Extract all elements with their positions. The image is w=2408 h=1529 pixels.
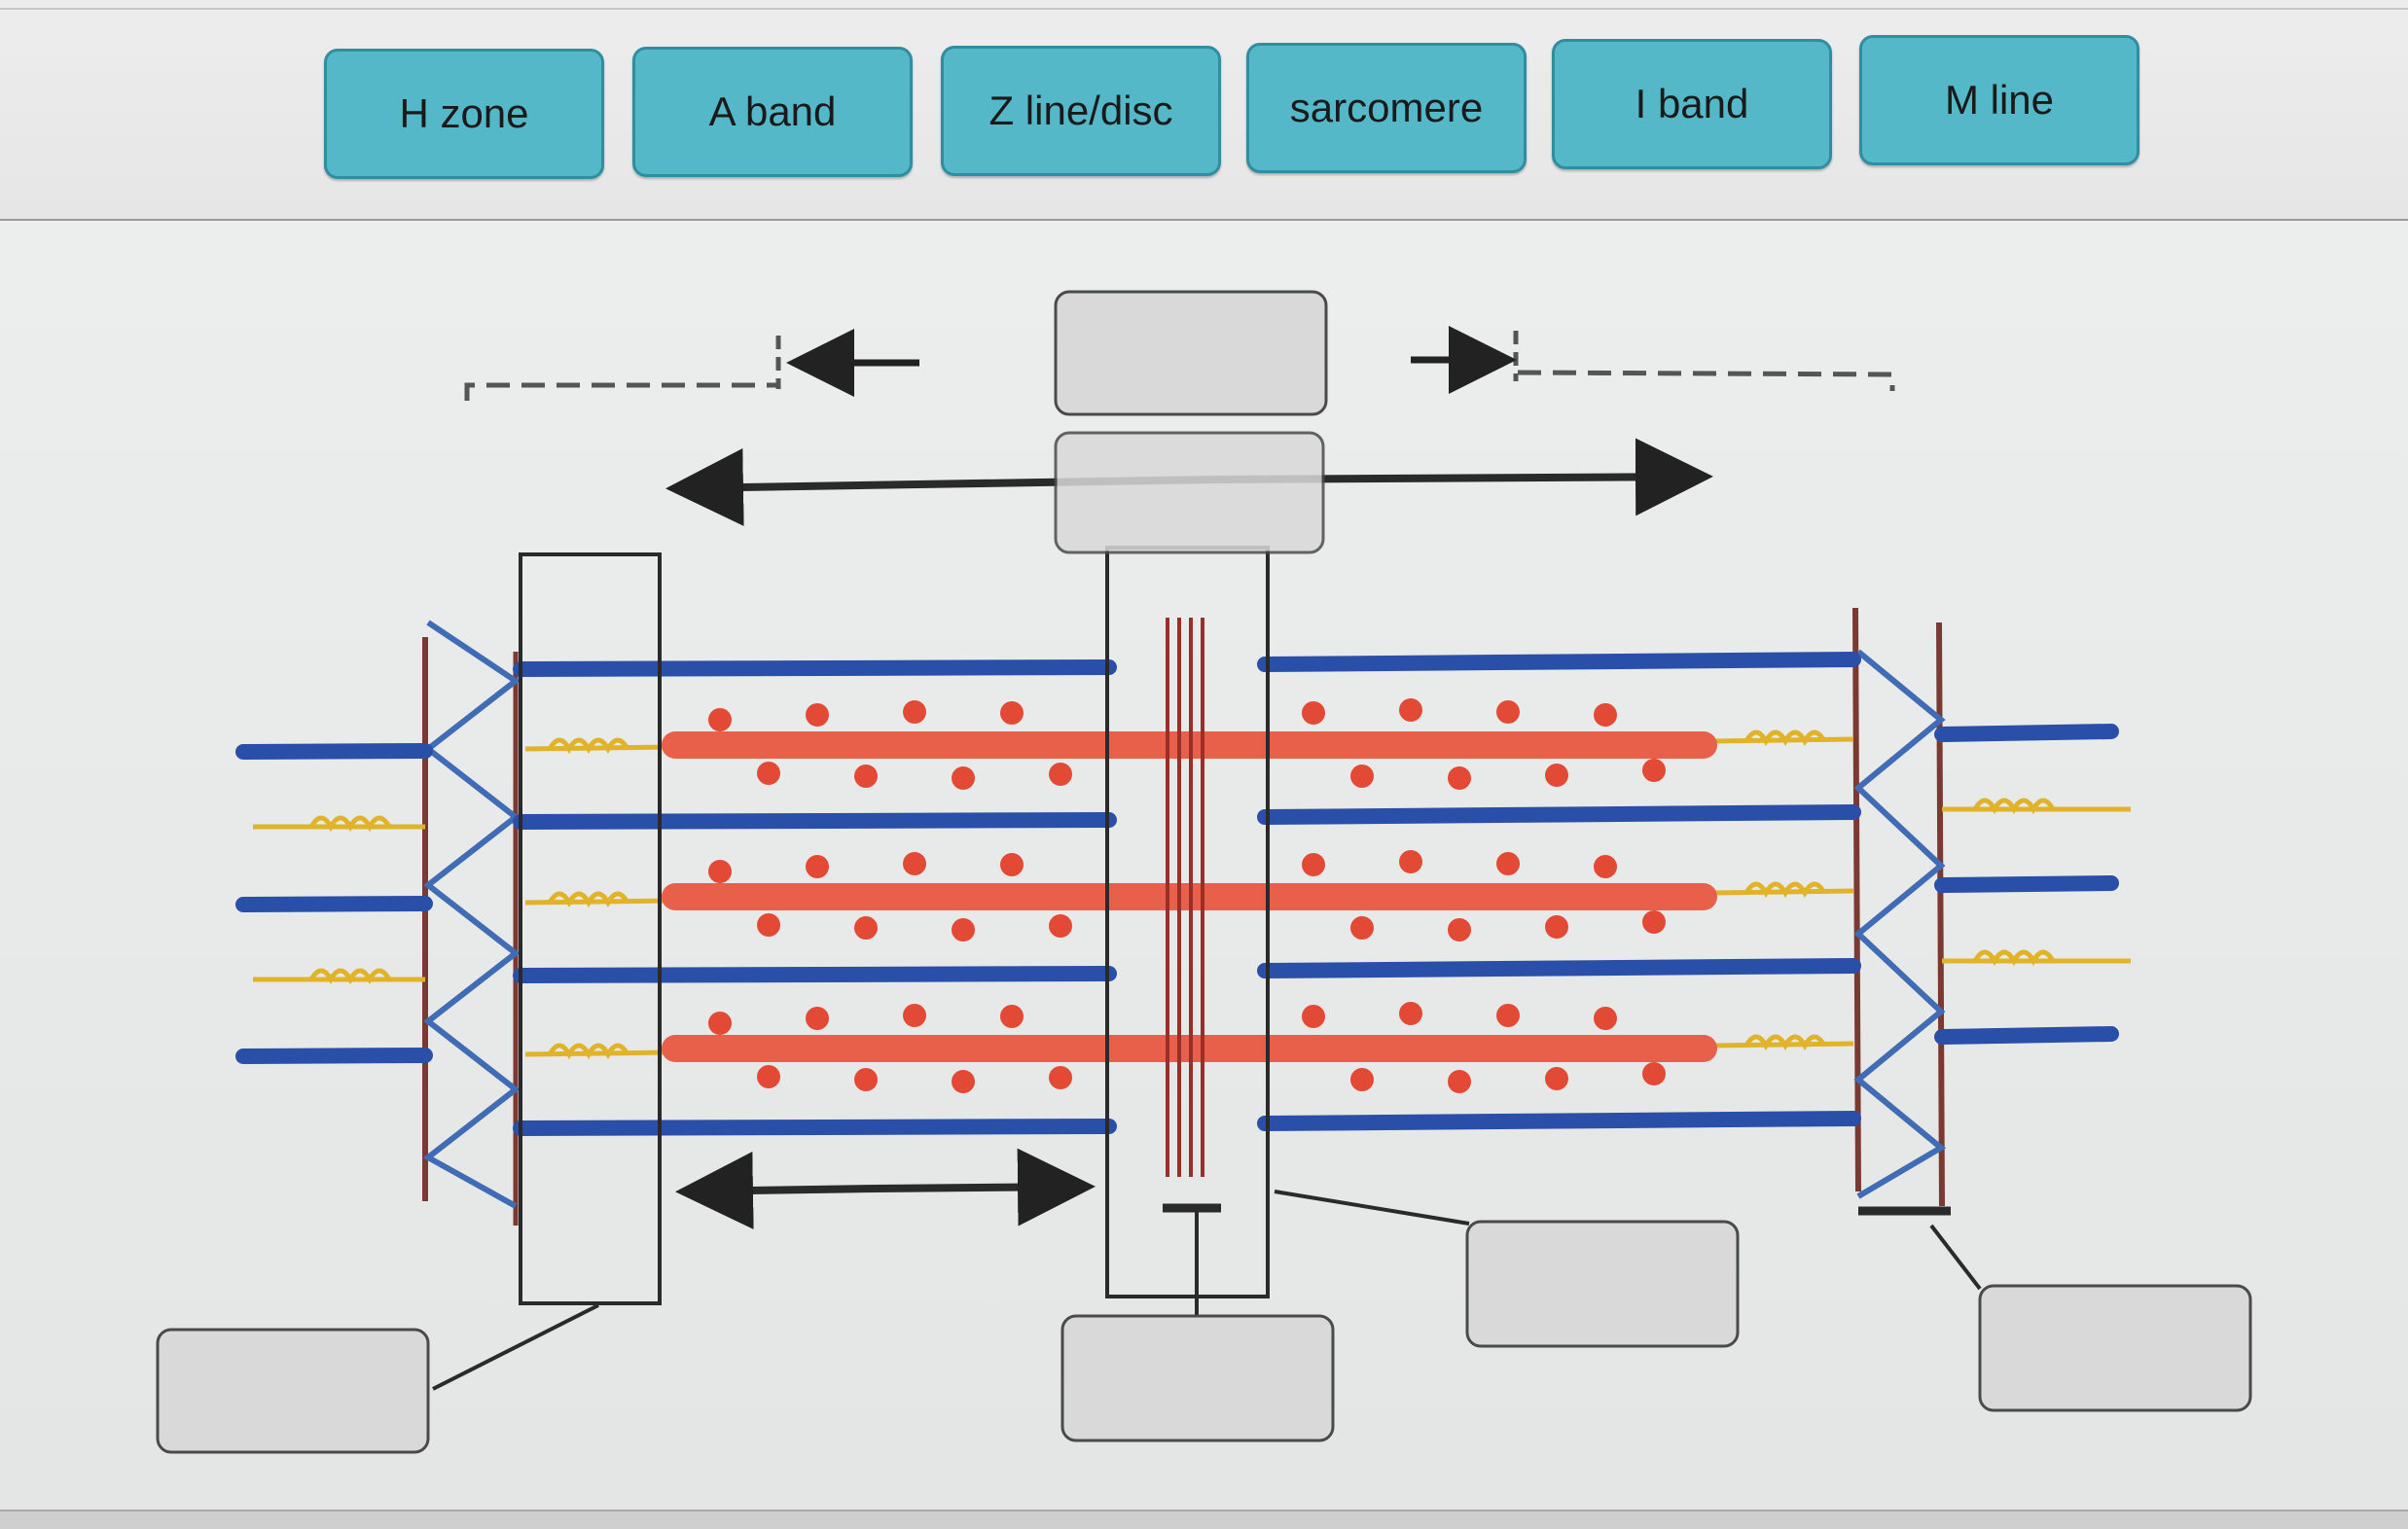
label-bank: H zone A band Z line/disc sarcomere I ba…: [0, 0, 2408, 221]
half-i-band-arrow: [675, 1148, 1096, 1229]
drop-target-2[interactable]: [1054, 431, 1325, 554]
label-chip-z-line[interactable]: Z line/disc: [941, 46, 1221, 176]
drop-target-1[interactable]: [1054, 290, 1328, 416]
label-chip-sarcomere[interactable]: sarcomere: [1246, 43, 1527, 173]
m-line-structure: [1166, 618, 1204, 1177]
i-band-outline-box: [519, 552, 662, 1305]
label-chip-m-line[interactable]: M line: [1859, 35, 2139, 165]
z-disc-right: [1852, 607, 1947, 1207]
h-zone-outline-box: [1105, 546, 1270, 1298]
thin-filaments: [235, 652, 2119, 1136]
z-disc-left: [422, 620, 521, 1226]
drop-target-4[interactable]: [1978, 1284, 2252, 1412]
leader-lines: [432, 1190, 1982, 1391]
drop-target-5[interactable]: [1060, 1314, 1335, 1442]
sarcomere-inward-arrows: [786, 326, 1517, 397]
label-chip-a-band[interactable]: A band: [632, 47, 913, 177]
drop-target-6[interactable]: [156, 1328, 430, 1454]
divider: [0, 8, 2408, 10]
drop-target-3[interactable]: [1465, 1220, 1740, 1348]
bottom-border: [0, 1510, 2408, 1529]
label-chip-h-zone[interactable]: H zone: [324, 49, 604, 179]
label-chip-i-band[interactable]: I band: [1552, 39, 1832, 169]
titin-filaments: [253, 729, 2131, 1060]
